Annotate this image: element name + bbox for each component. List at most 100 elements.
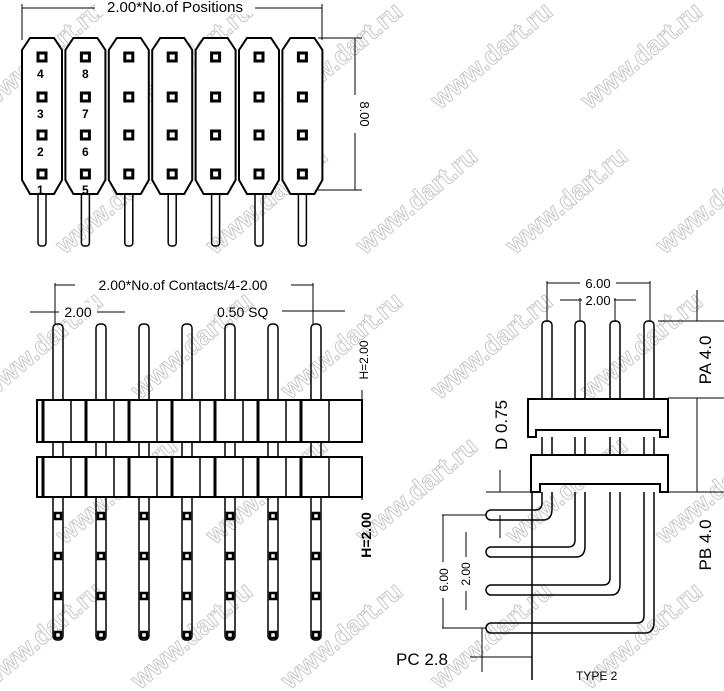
pin-tail [167,191,177,247]
pin-number: 4 [37,67,44,81]
pin-mark [268,630,278,640]
pin-mark [96,511,106,521]
housing-position [151,37,194,195]
pin-square [79,51,91,63]
pin-mark [311,591,321,601]
housing-position [64,37,107,195]
pin-mark [53,630,63,640]
pin-mark [225,591,235,601]
vertical-pin [541,320,553,402]
pin-mark [182,630,192,640]
bent-pin [485,492,621,596]
housing-position [194,37,237,195]
pin-mark [225,551,235,561]
housing-position [21,37,63,195]
positions-dim-label: 2.00*No.of Positions [107,0,243,16]
pin-square [123,129,135,141]
pin-mark [139,591,149,601]
contacts-dim-label: 2.00*No.of Contacts/4-2.00 [99,277,268,293]
pin-square [296,91,308,103]
pin-square [210,168,222,180]
pin-tail [80,191,91,247]
housing-position [107,37,150,195]
pin-square [166,168,178,180]
side-dimensions: 2.00*No.of Contacts/4-2.00 2.00 0.50 SQ … [30,276,374,558]
bent-pin [485,492,553,521]
pin-square [36,129,48,141]
vertical-pin [574,320,586,402]
pin-tail [254,191,264,247]
height-dim-label: 8.00 [357,101,372,126]
vertical-pin [609,320,621,402]
pin-tail [297,191,308,247]
pin-mark [225,630,235,640]
pin-square [166,91,178,103]
top-width-dimension: 2.00*No.of Positions [21,0,323,40]
pin-square [210,91,222,103]
pin-number-labels: 4 3 2 1 8 7 6 5 [37,67,89,197]
pa-label: PA 4.0 [696,336,715,385]
pb-label: PB 4.0 [696,519,715,570]
pin-square [79,168,91,180]
pc-label: PC 2.8 [396,650,448,669]
side-view [36,323,363,641]
pin-square [253,168,265,180]
pin-square [123,168,135,180]
pin-square [36,168,48,180]
pin-square [296,129,308,141]
type-label: TYPE 2 [576,669,618,683]
pin-square [36,51,48,63]
upper-block [527,398,669,438]
pin-number: 6 [82,145,89,159]
top-height-dimension: 8.00 [318,37,372,191]
pin-square [166,129,178,141]
lower-height-label: H=2.00 [358,512,374,558]
d-label: D 0.75 [492,400,511,450]
pin-square [36,91,48,103]
pin-number: 7 [82,107,89,121]
pin-size-label: 0.50 SQ [217,304,268,320]
pin-mark [182,551,192,561]
pin-square [79,91,91,103]
pin-tail [210,191,221,247]
pin-number: 5 [82,183,89,197]
pin-mark [268,551,278,561]
row-span-label: 6.00 [585,276,610,291]
vertical-pin [643,320,655,402]
right-angle-dimensions: 6.00 2.00 PA 4.0 PB 4.0 D 0.75 6.00 2.00… [396,276,724,683]
bent-pin [485,492,655,634]
pin-mark [225,511,235,521]
right-angle-view [485,320,669,680]
pin-number: 1 [37,183,44,197]
vert-pitch-label: 2.00 [459,562,473,586]
pin-square [296,168,308,180]
pin-mark [311,511,321,521]
pin-mark [139,551,149,561]
vert-span-label: 6.00 [437,568,451,592]
pin-square [253,91,265,103]
pin-mark [53,511,63,521]
pin-mark [268,511,278,521]
pitch-dim-label: 2.00 [64,304,91,320]
pin-mark [182,591,192,601]
pin-tail [37,191,47,247]
pin-tail [124,191,134,247]
pin-mark [139,511,149,521]
pin-square [166,51,178,63]
housing-position [281,37,324,195]
pin-mark [311,630,321,640]
pin-mark [268,591,278,601]
pin-number: 8 [82,67,89,81]
pin-square [253,51,265,63]
pin-mark [53,591,63,601]
pin-square [253,129,265,141]
pin-square [79,129,91,141]
housing-position [238,37,280,195]
pin-mark [96,551,106,561]
pin-square [210,129,222,141]
row-pitch-label: 2.00 [585,293,610,308]
pin-mark [96,630,106,640]
